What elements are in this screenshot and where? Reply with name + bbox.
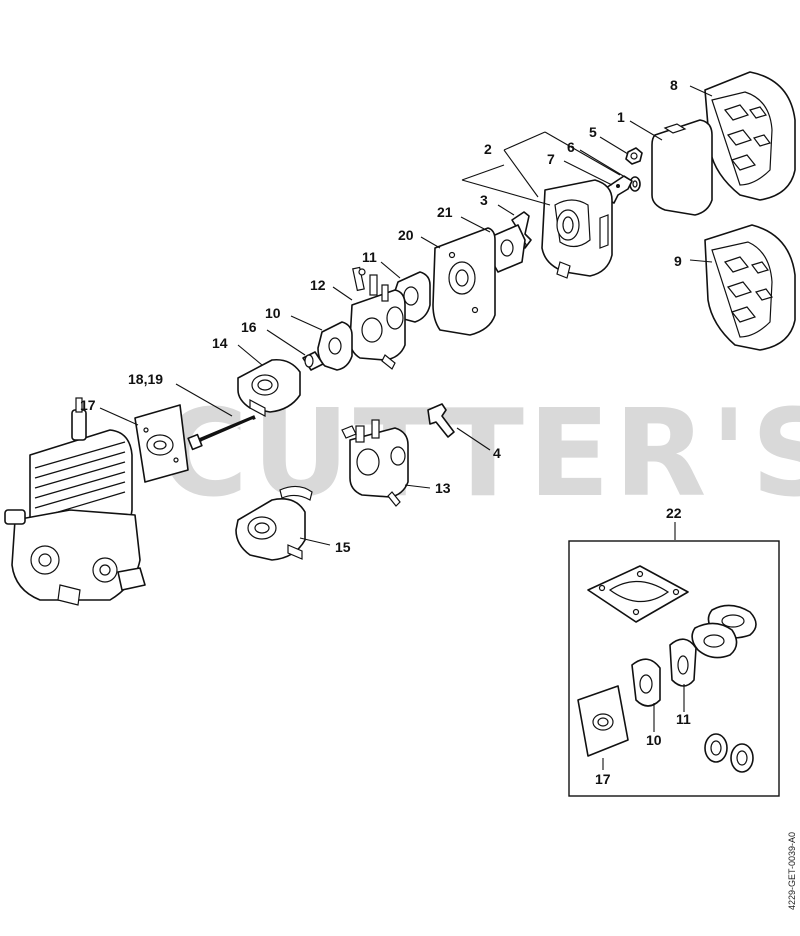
callout-7: 7 [547,151,555,167]
part-5-nut [625,147,643,165]
part-2-filter-housing [541,179,613,279]
callout-13: 13 [435,480,451,496]
callout-11: 11 [362,249,377,265]
kit-cylinder-gasket [587,565,689,623]
callout-labels: 8 1 5 6 2 7 3 21 20 11 12 10 16 14 18,19… [80,77,682,555]
part-20-heat-shield [432,227,496,336]
callout-6: 6 [567,139,575,155]
part-6-washer [629,176,641,192]
callout-16: 16 [241,319,257,335]
callout-17: 17 [80,397,96,413]
callout-20: 20 [398,227,414,243]
part-15-intake-manifold [235,485,313,561]
callout-14: 14 [212,335,228,351]
kit-callout-11: 11 [676,711,691,727]
callout-18-19: 18,19 [128,371,163,387]
kit-seal-left [704,733,728,763]
part-4-lever [427,403,455,438]
kit-gasket-upper [707,604,757,639]
gasket-kit-box: 22 [568,505,780,797]
part-14-intake-manifold [237,358,301,417]
callout-10: 10 [265,305,281,321]
kit-gasket-10 [631,658,661,707]
leader-lines [99,85,713,546]
kit-callout-22: 22 [666,505,682,521]
callout-21: 21 [437,204,453,220]
callout-12: 12 [310,277,326,293]
drawing-code: 4229-GET-0039-A0 [787,832,797,910]
kit-gasket-17 [577,685,629,757]
callout-2: 2 [484,141,492,157]
kit-gasket-11 [669,638,697,687]
callout-15: 15 [335,539,351,555]
callout-8: 8 [670,77,678,93]
part-16-spacer [302,351,324,371]
part-9-lower-shroud [704,224,796,351]
callout-1: 1 [617,109,625,125]
engine-block [4,397,146,606]
kit-callout-10: 10 [646,732,662,748]
callout-9: 9 [674,253,682,269]
kit-callout-17: 17 [595,771,611,787]
part-8-upper-shroud [704,71,796,201]
part-1-air-filter [651,119,713,216]
kit-frame [568,540,780,797]
part-18-19-bolt [187,415,256,451]
kit-gasket-middle [691,622,738,659]
part-17-gasket-plate [134,404,189,483]
callout-4: 4 [493,445,501,461]
part-13-carburetor [341,419,409,507]
part-12-carburetor [349,266,406,370]
part-10-gasket [317,321,353,371]
callout-3: 3 [480,192,488,208]
callout-5: 5 [589,124,597,140]
kit-seal-right [730,743,754,773]
